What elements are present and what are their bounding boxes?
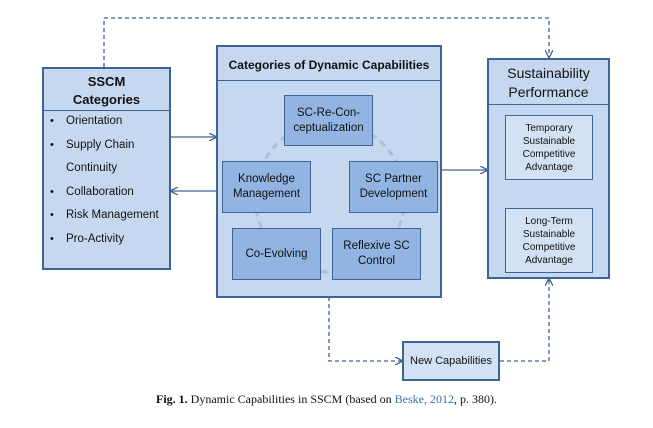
sc-reconceptualization-line2: ceptualization: [293, 121, 364, 134]
dashed-arrow-sscm-to-performance: [103, 17, 549, 67]
dashed-arrow-new-to-longterm: [500, 279, 549, 362]
sc-partner-development-line1: SC Partner: [365, 173, 422, 185]
knowledge-management-box: Knowledge Management: [222, 161, 311, 213]
sscm-categories-panel: SSCM Categories Orientation Supply Chain…: [42, 67, 171, 270]
reflexive-sc-control-box: Reflexive SC Control: [332, 228, 421, 280]
co-evolving-label: Co-Evolving: [245, 247, 308, 260]
list-item-continuation: Continuity: [66, 162, 118, 174]
sustainability-title: Sustainability Performance: [489, 64, 608, 102]
sustainability-title-line2: Performance: [508, 84, 589, 100]
list-item: Orientation: [48, 110, 159, 134]
dynamic-capabilities-title: Categories of Dynamic Capabilities: [228, 58, 430, 72]
longterm-line2: Sustainable: [522, 228, 576, 240]
list-item: Collaboration: [48, 181, 159, 205]
temporary-advantage-box: Temporary Sustainable Competitive Advant…: [505, 115, 593, 180]
list-item: Pro-Activity: [48, 228, 159, 252]
sc-reconceptualization-box: SC-Re-Con- ceptualization: [284, 95, 373, 146]
reflexive-sc-control-line1: Reflexive SC: [343, 240, 410, 252]
longterm-line1: Long-Term: [525, 215, 573, 227]
figure-caption: Fig. 1. Dynamic Capabilities in SSCM (ba…: [0, 392, 653, 407]
sc-reconceptualization-line1: SC-Re-Con-: [296, 106, 361, 119]
dynamic-title-divider: [218, 80, 440, 81]
sc-partner-development-box: SC Partner Development: [349, 161, 438, 213]
sscm-category-list: Orientation Supply Chain Continuity Coll…: [48, 110, 159, 251]
co-evolving-box: Co-Evolving: [232, 228, 321, 280]
temporary-line1: Temporary: [525, 122, 573, 134]
longterm-line4: Advantage: [525, 254, 573, 266]
sscm-title-line1: SSCM: [87, 74, 126, 89]
list-item: Supply Chain: [48, 134, 159, 158]
citation-link[interactable]: Beske, 2012: [394, 392, 454, 406]
knowledge-management-line1: Knowledge: [238, 173, 295, 185]
temporary-line3: Competitive: [522, 148, 576, 160]
new-capabilities-box: New Capabilities: [402, 341, 500, 381]
sscm-title: SSCM Categories: [44, 73, 169, 109]
longterm-line3: Competitive: [522, 241, 576, 253]
knowledge-management-line2: Management: [232, 188, 301, 200]
reflexive-sc-control-line2: Control: [357, 255, 396, 267]
caption-text: Dynamic Capabilities in SSCM (based on: [190, 392, 392, 406]
long-term-advantage-box: Long-Term Sustainable Competitive Advant…: [505, 208, 593, 273]
temporary-line4: Advantage: [525, 161, 573, 173]
sustainability-title-line1: Sustainability: [507, 65, 590, 81]
sscm-title-line2: Categories: [72, 92, 141, 107]
sustainability-performance-panel: Sustainability Performance Temporary Sus…: [487, 58, 610, 279]
figure-label: Fig. 1.: [156, 392, 188, 406]
sc-partner-development-line2: Development: [359, 188, 428, 200]
dynamic-capabilities-panel: Categories of Dynamic Capabilities SC-Re…: [216, 45, 442, 298]
sustainability-title-divider: [489, 104, 608, 105]
dashed-arrow-dynamic-to-new: [328, 297, 402, 361]
list-item: Risk Management: [48, 204, 159, 228]
new-capabilities-label: New Capabilities: [410, 354, 492, 367]
caption-text-end: , p. 380).: [453, 392, 497, 406]
temporary-line2: Sustainable: [522, 135, 576, 147]
